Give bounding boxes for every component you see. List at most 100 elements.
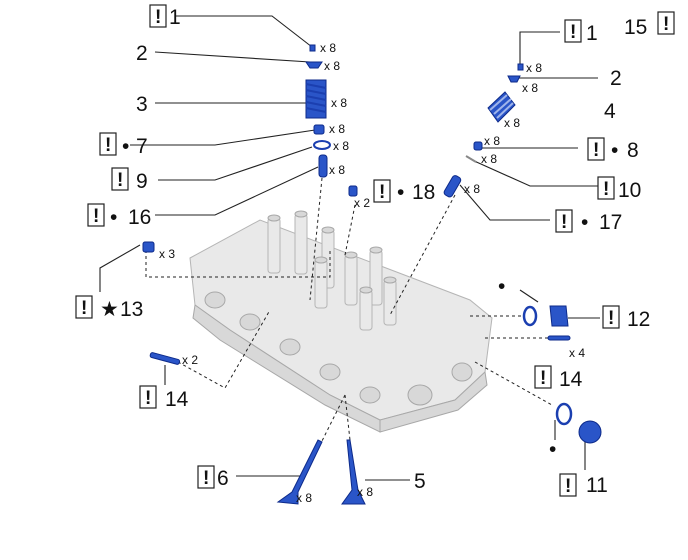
svg-text:!: ! — [570, 22, 576, 43]
svg-text:x 8: x 8 — [357, 485, 373, 499]
callout-1-right: ! 1 x 8 — [526, 19, 598, 75]
svg-text:6: 6 — [217, 467, 229, 490]
leader-lines — [99, 15, 600, 481]
callout-14-left: ! 14 x 2 — [139, 353, 198, 411]
callout-10: ! 10 x 8 — [481, 152, 641, 202]
svg-text:•: • — [397, 181, 404, 204]
svg-text:x 8: x 8 — [331, 96, 347, 110]
svg-text:x 4: x 4 — [569, 346, 585, 360]
callout-4: 4 x 8 — [504, 100, 616, 130]
svg-text:10: 10 — [618, 179, 641, 202]
svg-text:x 8: x 8 — [329, 163, 345, 177]
valve-5 — [341, 439, 366, 505]
callout-12: ! 12 • — [498, 275, 650, 331]
svg-text:•: • — [122, 135, 129, 158]
cylinder-head — [189, 210, 493, 433]
svg-text:x 8: x 8 — [526, 61, 542, 75]
svg-text:★: ★ — [100, 298, 119, 321]
callout-2-left: 2 x 8 — [136, 42, 340, 73]
svg-text:15: 15 — [624, 16, 647, 39]
svg-text:x 8: x 8 — [329, 122, 345, 136]
guide-17 — [443, 175, 462, 198]
washer-9 — [313, 140, 331, 150]
svg-text:11: 11 — [586, 474, 608, 497]
svg-text:x 2: x 2 — [354, 196, 370, 210]
callout-2-right: 2 x 8 — [522, 67, 622, 95]
svg-text:!: ! — [145, 388, 151, 409]
svg-text:9: 9 — [136, 170, 148, 193]
svg-text:•: • — [611, 139, 618, 162]
svg-text:18: 18 — [412, 181, 435, 204]
svg-text:x 8: x 8 — [333, 139, 349, 153]
svg-text:•: • — [549, 438, 556, 461]
pin-14-left — [149, 352, 181, 365]
svg-text:•: • — [110, 206, 117, 229]
callout-16: ! • 16 x 8 — [87, 163, 345, 229]
svg-text:x 8: x 8 — [324, 59, 340, 73]
plug-11 — [578, 420, 602, 444]
callout-1-left: ! 1 x 8 — [149, 4, 336, 55]
callout-15: 15 ! — [624, 11, 675, 39]
svg-text:17: 17 — [599, 211, 622, 234]
callout-18: ! • 18 x 2 — [354, 179, 435, 210]
o-ring-12 — [522, 305, 538, 327]
svg-text:2: 2 — [136, 42, 148, 65]
svg-text:14: 14 — [165, 388, 189, 411]
svg-text:!: ! — [117, 170, 123, 191]
svg-text:4: 4 — [604, 100, 616, 123]
svg-text:!: ! — [561, 212, 567, 233]
svg-text:8: 8 — [627, 139, 639, 162]
callout-17: ! • 17 x 8 — [464, 182, 622, 234]
svg-text:•: • — [498, 275, 505, 298]
plug-13 — [142, 241, 155, 253]
svg-text:!: ! — [663, 14, 669, 35]
svg-text:x 8: x 8 — [320, 41, 336, 55]
callout-13: ! ★ 13 x 3 — [75, 247, 175, 321]
valve-lock-right — [517, 63, 524, 71]
spring-right — [487, 91, 516, 123]
callout-8: ! • 8 x 8 — [484, 134, 639, 162]
svg-text:7: 7 — [136, 135, 148, 158]
svg-text:x 2: x 2 — [182, 353, 198, 367]
svg-text:2: 2 — [610, 67, 622, 90]
svg-text:1: 1 — [169, 6, 181, 29]
callout-6: ! 6 x 8 — [197, 465, 312, 505]
washer-10 — [465, 155, 477, 163]
plug-12 — [549, 305, 569, 327]
retainer-left — [305, 61, 323, 69]
svg-text:!: ! — [105, 135, 111, 156]
seal-7 — [313, 124, 325, 135]
svg-text:!: ! — [603, 179, 609, 200]
callout-labels: ! 1 x 8 2 x 8 3 x 8 ! • 7 x 8 ! 9 x 8 — [75, 4, 675, 505]
svg-text:3: 3 — [136, 93, 148, 116]
svg-text:12: 12 — [627, 308, 650, 331]
svg-text:!: ! — [379, 182, 385, 203]
svg-text:14: 14 — [559, 368, 583, 391]
svg-text:x 8: x 8 — [464, 182, 480, 196]
retainer-right — [507, 75, 521, 83]
callout-7: ! • 7 x 8 — [99, 122, 345, 158]
callout-5: 5 x 8 — [357, 470, 426, 499]
seal-8 — [473, 141, 483, 151]
svg-text:13: 13 — [120, 298, 143, 321]
valve-6 — [276, 439, 323, 505]
svg-text:!: ! — [81, 298, 87, 319]
svg-text:x 8: x 8 — [504, 116, 520, 130]
svg-text:!: ! — [203, 468, 209, 489]
svg-text:!: ! — [540, 368, 546, 389]
svg-text:!: ! — [565, 476, 571, 497]
callout-9: ! 9 x 8 — [111, 139, 349, 193]
valve-lock-left — [309, 44, 316, 52]
callout-11: ! 11 • — [549, 438, 608, 497]
guide-16 — [318, 154, 328, 178]
svg-text:!: ! — [608, 308, 614, 329]
pin-14-right — [547, 335, 571, 341]
svg-text:x 8: x 8 — [296, 491, 312, 505]
svg-text:x 8: x 8 — [484, 134, 500, 148]
svg-text:•: • — [581, 211, 588, 234]
blue-parts — [142, 44, 602, 505]
svg-text:!: ! — [593, 140, 599, 161]
pin-18 — [348, 185, 358, 197]
